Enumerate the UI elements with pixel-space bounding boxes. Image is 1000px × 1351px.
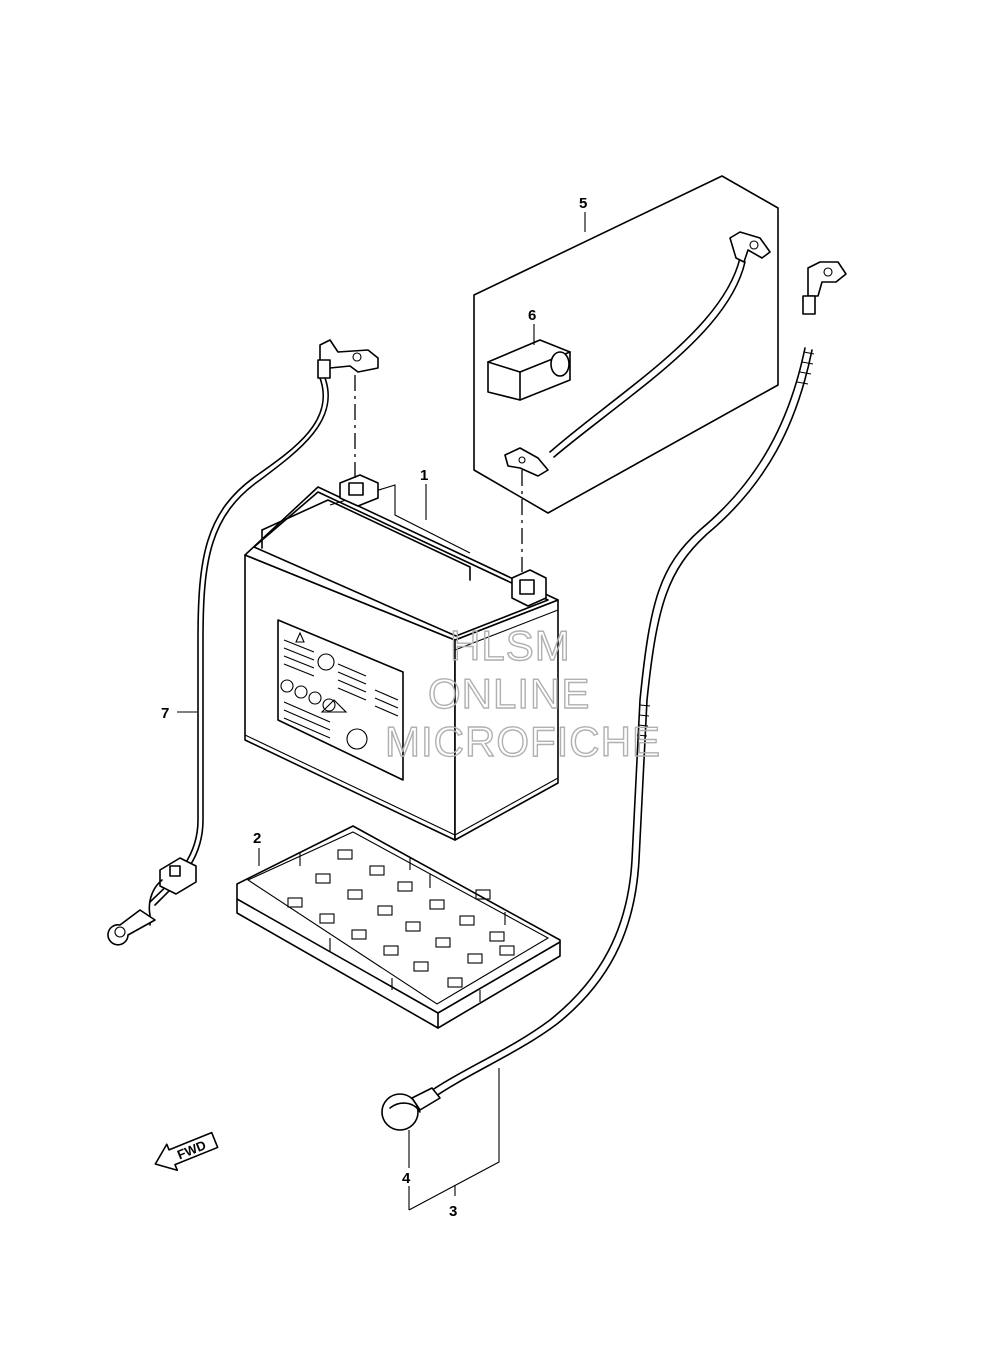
leader-lines: [177, 212, 586, 1211]
battery: [244, 474, 559, 841]
forward-direction-arrow: FWD: [154, 1131, 219, 1172]
terminal-cover: [487, 339, 571, 401]
watermark: HLSM ONLINE MICROFICHE: [384, 621, 661, 765]
callout-5: 5: [579, 195, 587, 212]
watermark-line-3: MICROFICHE: [385, 718, 661, 765]
callout-3: 3: [449, 1203, 457, 1220]
callout-7: 7: [161, 705, 169, 722]
watermark-line-1: HLSM: [450, 622, 571, 669]
callout-4: 4: [402, 1170, 411, 1187]
callout-6: 6: [528, 307, 536, 324]
cable-kit-box: [473, 175, 779, 514]
callout-2: 2: [253, 830, 261, 847]
positive-cable-kit: [504, 231, 771, 477]
negative-cable: [107, 339, 379, 946]
watermark-line-2: ONLINE: [428, 670, 590, 717]
positive-cable: [381, 261, 847, 1131]
battery-tray: [236, 825, 561, 1029]
callout-1: 1: [420, 467, 428, 484]
